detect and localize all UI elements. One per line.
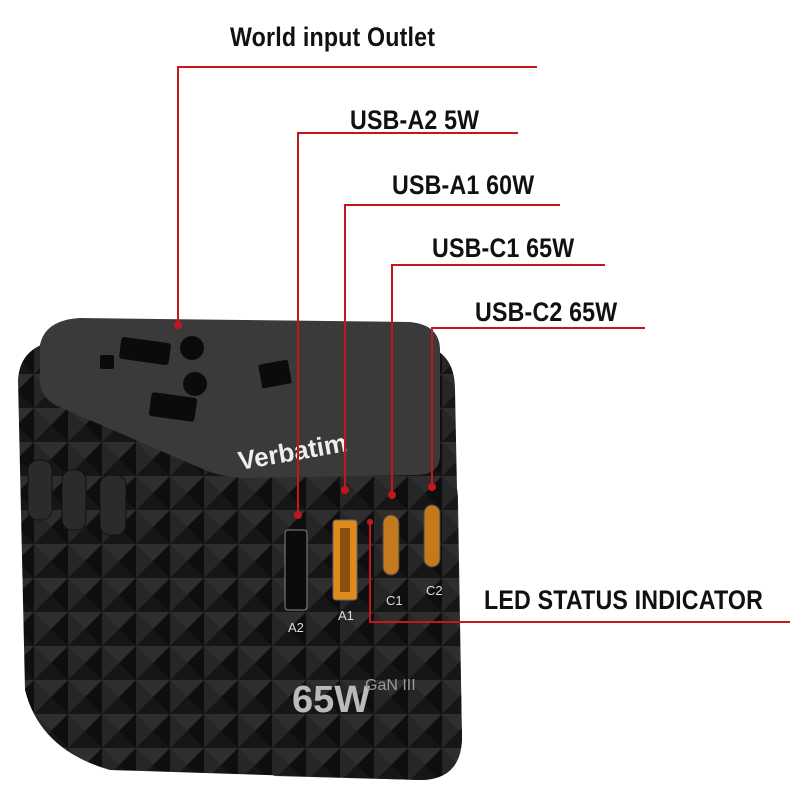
usb-a1-label: USB-A1 60W [392, 170, 535, 200]
usb-c1-label: USB-C1 65W [432, 233, 575, 263]
callout-lines [177, 66, 790, 623]
usb-a1-line [344, 204, 560, 490]
usb-c2-line [431, 327, 645, 487]
usb-a2-label: USB-A2 5W [350, 105, 480, 135]
socket-holes [100, 336, 292, 422]
usb-c1-port [382, 514, 400, 576]
led-status-label: LED STATUS INDICATOR [484, 585, 764, 615]
led-line [369, 522, 790, 623]
callout-dots [174, 321, 436, 525]
charger-body: Verbatim A2 A1 C1 C2 65W GaN III [18, 318, 462, 780]
usb-a1-port [332, 519, 358, 601]
plug-sliders [27, 459, 127, 536]
usb-c2-label: USB-C2 65W [475, 297, 618, 327]
usb-c1-line [391, 264, 605, 495]
usb-a2-port [284, 529, 308, 611]
svg-text:C2: C2 [426, 583, 443, 598]
svg-text:A2: A2 [288, 620, 304, 635]
svg-text:A1: A1 [338, 608, 354, 623]
power-rating: 65W [292, 679, 370, 721]
gan-label: GaN III [365, 677, 416, 694]
usb-c2-port [423, 504, 441, 568]
svg-text:C1: C1 [386, 593, 403, 608]
usb-a2-line [297, 132, 518, 515]
world-outlet-line [177, 66, 537, 325]
world-outlet-label: World input Outlet [230, 22, 436, 52]
